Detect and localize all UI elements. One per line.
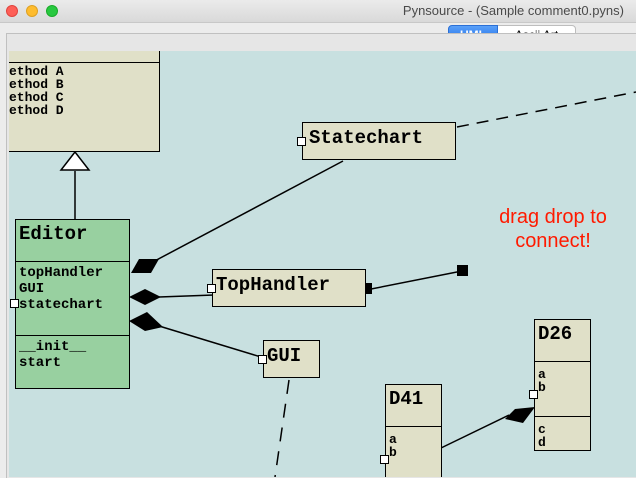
class-name: D41 bbox=[389, 388, 424, 410]
connector-handle-end[interactable] bbox=[457, 265, 468, 276]
statechart-association-line[interactable] bbox=[148, 160, 344, 265]
class-name: D26 bbox=[538, 323, 573, 345]
class-box-statechart[interactable]: Statechart bbox=[302, 122, 456, 160]
attribute-item: GUI bbox=[19, 281, 45, 297]
attribute-item: b bbox=[538, 380, 546, 395]
attribute-item: statechart bbox=[19, 297, 104, 313]
method-item: __init__ bbox=[19, 339, 87, 355]
method-item: ethod B bbox=[9, 77, 64, 92]
inheritance-arrowhead bbox=[59, 150, 91, 171]
port-handle[interactable] bbox=[297, 137, 306, 146]
port-handle[interactable] bbox=[10, 299, 19, 308]
port-handle[interactable] bbox=[380, 455, 389, 464]
zoom-window-button[interactable] bbox=[46, 5, 58, 17]
class-divider bbox=[16, 261, 129, 262]
method-item: c bbox=[538, 422, 546, 437]
d41-d26-association-line[interactable] bbox=[440, 414, 510, 449]
method-item: start bbox=[19, 355, 62, 371]
class-divider bbox=[535, 361, 590, 362]
tophandler-association-line[interactable] bbox=[158, 294, 215, 298]
class-divider bbox=[386, 426, 441, 427]
class-box-d41[interactable]: D41 a b bbox=[385, 384, 442, 477]
port-handle[interactable] bbox=[258, 355, 267, 364]
connector-lines bbox=[59, 91, 636, 477]
attribute-list: a b bbox=[535, 368, 546, 394]
composition-diamond-tophandler bbox=[129, 289, 161, 305]
title-bar: Pynsource - (Sample comment0.pyns) bbox=[0, 0, 636, 23]
method-list: __init__ start bbox=[16, 339, 86, 371]
attribute-item: b bbox=[389, 445, 397, 460]
method-item: ethod A bbox=[9, 64, 64, 79]
class-name: TopHandler bbox=[216, 274, 331, 296]
attribute-item: a bbox=[389, 432, 397, 447]
class-name: Statechart bbox=[309, 127, 424, 149]
class-divider bbox=[535, 416, 590, 417]
minimize-window-button[interactable] bbox=[26, 5, 38, 17]
close-window-button[interactable] bbox=[6, 5, 18, 17]
method-list: ethod A ethod B ethod C ethod D bbox=[9, 65, 64, 117]
composition-diamond-statechart bbox=[131, 259, 159, 273]
class-box-d26[interactable]: D26 a b c d bbox=[534, 319, 591, 451]
drag-drop-hint: drag drop to connect! bbox=[478, 205, 628, 253]
composition-diamond-d26 bbox=[505, 407, 535, 423]
class-divider bbox=[9, 62, 159, 63]
class-name: GUI bbox=[267, 345, 302, 367]
composition-diamond-gui bbox=[129, 312, 163, 331]
uml-canvas[interactable]: ethod A ethod B ethod C ethod D Statecha… bbox=[9, 51, 636, 477]
gui-association-line[interactable] bbox=[158, 325, 262, 358]
loose-connector-line[interactable] bbox=[365, 270, 463, 291]
hint-line: drag drop to bbox=[499, 206, 607, 228]
attribute-list: a b bbox=[386, 433, 397, 459]
class-box-base[interactable]: ethod A ethod B ethod C ethod D bbox=[9, 51, 160, 152]
method-item: ethod C bbox=[9, 90, 64, 105]
dashed-dependency-line-gui[interactable] bbox=[274, 379, 290, 477]
dashed-dependency-line[interactable] bbox=[456, 91, 636, 128]
attribute-list: topHandler GUI statechart bbox=[16, 265, 103, 313]
port-handle[interactable] bbox=[207, 284, 216, 293]
attribute-item: topHandler bbox=[19, 265, 104, 281]
port-handle[interactable] bbox=[529, 390, 538, 399]
attribute-item: a bbox=[538, 367, 546, 382]
class-divider bbox=[16, 335, 129, 336]
hint-line: connect! bbox=[515, 230, 591, 252]
class-box-gui[interactable]: GUI bbox=[263, 340, 320, 378]
window-title: Pynsource - (Sample comment0.pyns) bbox=[402, 3, 624, 18]
method-item: d bbox=[538, 435, 546, 450]
connector-handle-start[interactable] bbox=[361, 283, 372, 294]
method-list: c d bbox=[535, 423, 546, 449]
class-box-editor[interactable]: Editor topHandler GUI statechart __init_… bbox=[15, 219, 130, 389]
method-item: ethod D bbox=[9, 103, 64, 118]
class-name: Editor bbox=[19, 223, 88, 245]
class-box-tophandler[interactable]: TopHandler bbox=[212, 269, 366, 307]
